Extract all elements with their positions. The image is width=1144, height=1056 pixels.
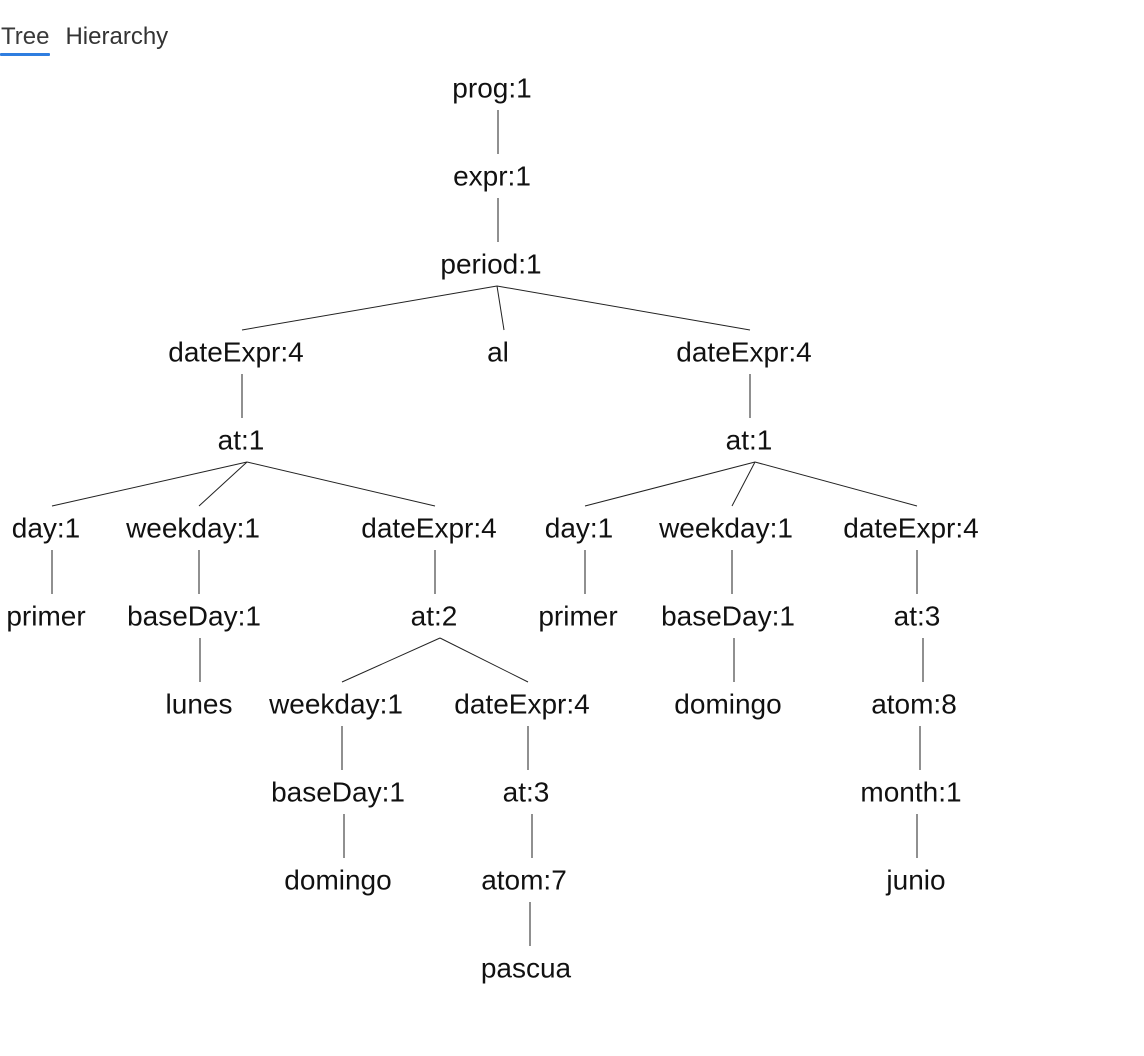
tree-node-n18: primer — [538, 601, 617, 632]
tree-edge-n3-n5 — [496, 285, 505, 331]
view-tabs: Tree Hierarchy — [0, 20, 183, 56]
tree-edge-n7-n9 — [51, 461, 248, 507]
tree-node-n5: al — [487, 337, 509, 368]
tree-node-n14: dateExpr:4 — [843, 513, 978, 544]
tree-node-n31: junio — [885, 865, 945, 896]
tree-node-n3: period:1 — [440, 249, 541, 280]
tree-node-n29: domingo — [284, 865, 391, 896]
tree-node-n21: lunes — [166, 689, 233, 720]
tree-node-n30: atom:7 — [481, 865, 567, 896]
tree-node-n19: baseDay:1 — [661, 601, 795, 632]
tree-edge-n17-n22 — [341, 637, 441, 683]
tree-node-n25: atom:8 — [871, 689, 957, 720]
tree-node-n15: primer — [6, 601, 85, 632]
tree-node-n9: day:1 — [12, 513, 81, 544]
tree-node-n20: at:3 — [894, 601, 941, 632]
tree-node-n27: at:3 — [503, 777, 550, 808]
tree-edge-n17-n23 — [439, 637, 529, 683]
tree-node-n22: weekday:1 — [268, 689, 403, 720]
tree-node-n17: at:2 — [411, 601, 458, 632]
tree-node-n32: pascua — [481, 953, 572, 984]
tree-node-n28: month:1 — [860, 777, 961, 808]
tree-node-n4: dateExpr:4 — [168, 337, 303, 368]
tree-node-n1: prog:1 — [452, 73, 531, 104]
tree-node-n2: expr:1 — [453, 161, 531, 192]
tree-edges — [51, 110, 924, 946]
tree-node-n8: at:1 — [726, 425, 773, 456]
tree-node-n24: domingo — [674, 689, 781, 720]
tree-edge-n8-n13 — [731, 461, 756, 507]
tree-node-n26: baseDay:1 — [271, 777, 405, 808]
tree-edge-n3-n4 — [241, 285, 498, 331]
tab-hierarchy[interactable]: Hierarchy — [65, 23, 169, 50]
tree-node-n13: weekday:1 — [658, 513, 793, 544]
tree-node-n23: dateExpr:4 — [454, 689, 589, 720]
tree-node-n16: baseDay:1 — [127, 601, 261, 632]
tree-edge-n3-n6 — [496, 285, 751, 331]
tree-node-n11: dateExpr:4 — [361, 513, 496, 544]
tab-tree[interactable]: Tree — [0, 20, 51, 56]
tree-edge-n8-n12 — [584, 461, 756, 507]
tree-edge-n7-n10 — [198, 461, 248, 507]
tree-edge-n7-n11 — [246, 461, 436, 507]
tree-edge-n8-n14 — [754, 461, 918, 507]
tree-node-n7: at:1 — [218, 425, 265, 456]
tree-node-n6: dateExpr:4 — [676, 337, 811, 368]
tree-nodes: prog:1 expr:1 period:1 dateExpr:4 al dateExpr… — [6, 73, 978, 984]
tree-node-n12: day:1 — [545, 513, 614, 544]
tree-node-n10: weekday:1 — [125, 513, 260, 544]
